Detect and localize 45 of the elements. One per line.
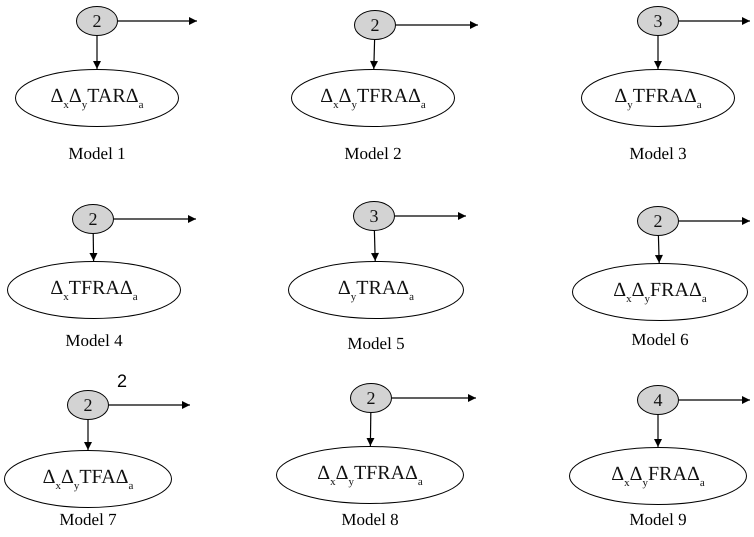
count-number: 3 xyxy=(654,10,662,32)
model-formula: Δ$_{x}$Δ$_{y}$TFRAΔ$_{a}$ xyxy=(320,85,426,111)
count-number: 2 xyxy=(88,208,98,230)
arrow xyxy=(84,420,92,450)
count-number: 3 xyxy=(370,206,378,226)
arrow xyxy=(654,415,662,447)
arrow xyxy=(679,396,750,404)
model-formula: Δ$_{x}$Δ$_{y}$FRAΔ$_{a}$ xyxy=(613,279,707,305)
model-formula: Δ$_{y}$TFRAΔ$_{a}$ xyxy=(614,85,702,111)
arrow xyxy=(679,17,750,25)
model-formula: Δ$_{y}$TRAΔ$_{a}$ xyxy=(338,277,414,303)
model-caption: Model 1 xyxy=(68,144,126,164)
model-formula: Δ$_{x}$Δ$_{y}$TARΔ$_{a}$ xyxy=(50,85,144,111)
arrow xyxy=(370,40,378,70)
model-formula: Δ$_{x}$TFRAΔ$_{a}$ xyxy=(50,277,138,303)
model-formula: Δ$_{x}$Δ$_{y}$TFAΔ$_{a}$ xyxy=(42,466,134,492)
count-number: 4 xyxy=(654,390,662,410)
model-caption: Model 3 xyxy=(629,144,687,164)
model-caption: Model 6 xyxy=(631,330,689,350)
arrow xyxy=(366,413,374,446)
model-formula: Δ$_{x}$Δ$_{y}$TFRAΔ$_{a}$ xyxy=(317,462,423,488)
model-caption: Model 5 xyxy=(347,334,405,354)
model-caption: Model 9 xyxy=(629,510,687,530)
count-number: 2 xyxy=(84,394,92,416)
count-number: 2 xyxy=(366,388,376,408)
count-number: 2 xyxy=(654,210,662,232)
count-number: 2 xyxy=(370,14,380,36)
arrow xyxy=(93,36,101,69)
model-caption: Model 8 xyxy=(341,510,399,530)
model-caption: Model 2 xyxy=(344,144,402,164)
arrow xyxy=(654,236,663,264)
arrow xyxy=(114,215,196,223)
count-number: 2 xyxy=(92,10,102,32)
arrow xyxy=(654,36,662,69)
arrow xyxy=(109,401,190,409)
model-caption: Model 7 xyxy=(59,510,117,530)
arrow xyxy=(396,21,478,29)
arrow xyxy=(679,217,750,225)
arrow xyxy=(392,394,476,402)
model-formula: Δ$_{x}$Δ$_{y}$FRAΔ$_{a}$ xyxy=(611,463,705,489)
arrow xyxy=(89,234,98,261)
arrow xyxy=(395,212,466,220)
arrow xyxy=(118,17,197,25)
arrow xyxy=(371,230,379,262)
model-caption: Model 4 xyxy=(65,331,123,351)
